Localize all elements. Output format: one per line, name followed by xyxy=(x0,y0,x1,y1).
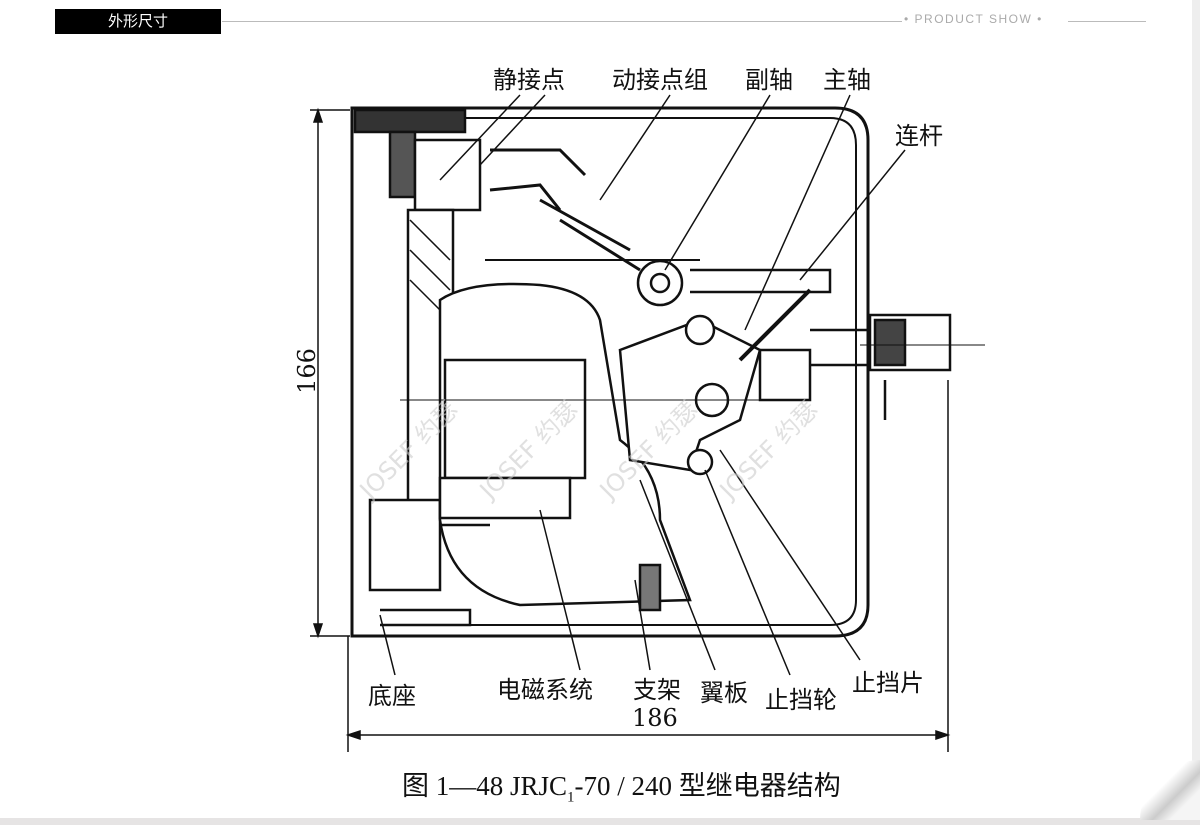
label-stop-wheel: 止挡轮 xyxy=(765,686,837,714)
label-electromagnetic-system: 电磁系统 xyxy=(497,676,593,704)
product-show-tag: • PRODUCT SHOW • xyxy=(904,12,1043,26)
page-bottom-edge xyxy=(0,818,1200,825)
label-wing-plate: 翼板 xyxy=(700,679,748,707)
section-title: 外形尺寸 xyxy=(55,9,221,34)
base xyxy=(368,498,442,592)
connecting-rod xyxy=(690,268,832,294)
right-terminal xyxy=(758,348,812,402)
dimension-width: 186 xyxy=(632,704,678,732)
label-static-contact: 静接点 xyxy=(493,66,565,94)
label-stop-plate: 止挡片 xyxy=(852,669,924,697)
header-divider-right xyxy=(1068,21,1146,22)
page-edge xyxy=(1192,0,1200,825)
label-main-shaft: 主轴 xyxy=(823,66,871,94)
housing xyxy=(350,106,870,638)
leader-lines xyxy=(379,94,906,676)
caption-prefix: 图 1—48 JRJC xyxy=(402,771,568,801)
dimension-lines xyxy=(310,107,951,752)
stop-wheel xyxy=(686,448,714,476)
label-secondary-shaft: 副轴 xyxy=(745,66,793,94)
caption-subscript: 1 xyxy=(567,789,575,806)
caption-suffix: -70 / 240 型继电器结构 xyxy=(574,771,841,801)
label-bracket: 支架 xyxy=(633,676,681,704)
label-connecting-rod: 连杆 xyxy=(895,122,943,150)
header-divider xyxy=(222,21,902,22)
figure-caption: 图 1—48 JRJC1-70 / 240 型继电器结构 xyxy=(402,764,841,806)
label-moving-contact-group: 动接点组 xyxy=(612,66,708,94)
housing-inner xyxy=(420,117,857,626)
secondary-shaft xyxy=(636,259,684,307)
moving-contacts xyxy=(489,148,641,272)
label-base: 底座 xyxy=(368,682,416,710)
insulator-block xyxy=(353,108,467,134)
main-shaft xyxy=(684,314,716,346)
dimension-height: 166 xyxy=(292,348,321,394)
